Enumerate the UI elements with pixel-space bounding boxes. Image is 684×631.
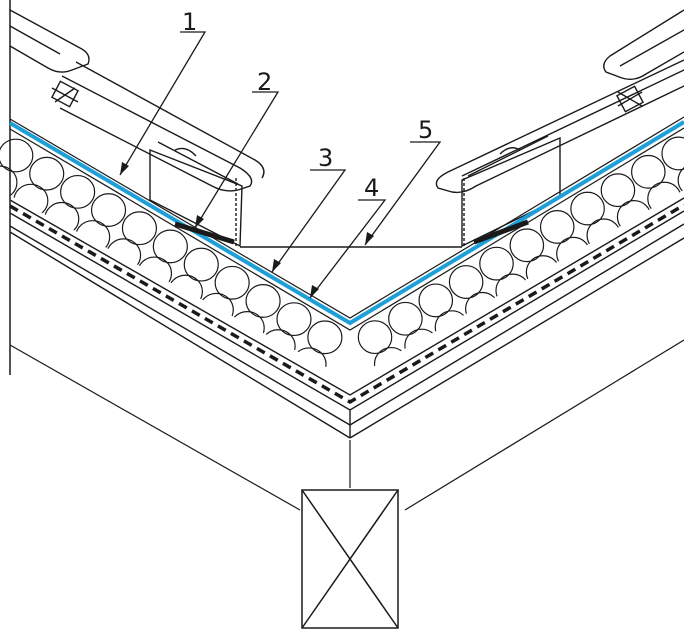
section-cross-icon (301, 489, 399, 629)
insulation-lobe (539, 210, 591, 271)
insulation-lobe (44, 174, 96, 236)
roof-tiles-left (9, 9, 265, 248)
vapour-layer (9, 203, 684, 405)
callout-3: 3 (318, 144, 333, 172)
callout-1: 1 (182, 8, 197, 36)
insulation-lobe (600, 173, 652, 234)
insulation-lobe (198, 265, 250, 327)
arrow-heads (120, 162, 374, 298)
insulation-left (0, 138, 343, 380)
insulation-lobe (75, 193, 127, 254)
insulation-lobe (136, 229, 188, 291)
insulation-right (357, 136, 684, 380)
insulation-lobe (0, 138, 34, 200)
sealing-strip-left (174, 221, 235, 245)
insulation-lobe (631, 154, 682, 216)
insulation-lobe (448, 265, 500, 326)
insulation-lobe (509, 228, 561, 289)
valley-membrane-edge (9, 116, 684, 331)
callout-4: 4 (364, 174, 379, 202)
insulation-lobe (418, 283, 470, 345)
insulation-lobe (570, 191, 622, 253)
callout-5: 5 (418, 116, 433, 144)
roof-tiles-right (435, 9, 684, 248)
rafter-lines (9, 339, 684, 511)
insulation-lobe (661, 136, 684, 198)
insulation-lobe (13, 156, 65, 218)
callout-2: 2 (257, 68, 272, 96)
valley-membrane (8, 120, 684, 326)
sealing-strip-right (473, 219, 529, 245)
leader-lines (119, 31, 442, 299)
insulation-lobe (167, 247, 219, 309)
insulation-lobe (105, 211, 158, 273)
insulation-lobe (260, 302, 312, 364)
insulation-lobe (479, 246, 530, 308)
